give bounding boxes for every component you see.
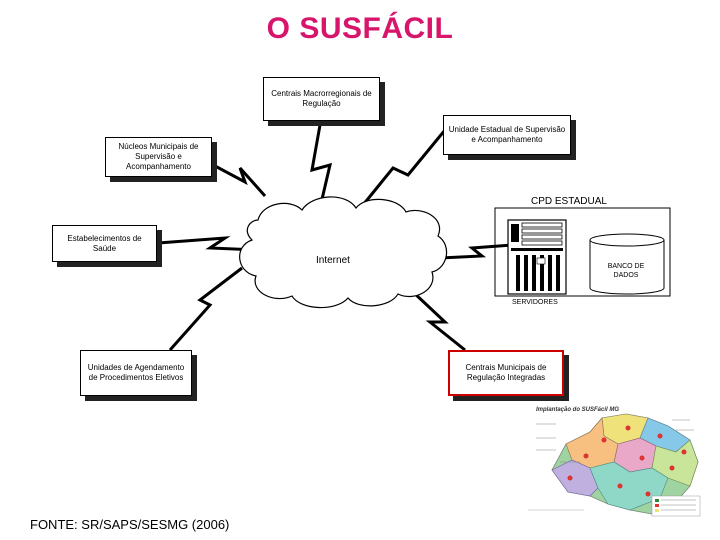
database-label: BANCO DE DADOS [607,263,645,279]
node-centrais-macrorregionais: Centrais Macrorregionais de Regulação [263,77,380,121]
internet-label: Internet [316,255,350,266]
link-nucleos [184,148,267,197]
node-centrais-municipais: Centrais Municipais de Regulação Integra… [448,350,564,396]
node-unidades-agendamento-label: Unidades de Agendamento de Procedimentos… [87,363,185,382]
server-icon [507,219,567,295]
cpd-label: CPD ESTADUAL [531,196,607,207]
node-estabelecimentos-label: Estabelecimentos de Saúde [67,233,142,253]
map-caption: Implantação do SUSFácil MG [536,407,620,413]
node-unidades-agendamento: Unidades de Agendamento de Procedimentos… [80,350,192,396]
internet-cloud [239,196,448,309]
map-image [528,413,701,517]
cpd-frame [494,207,671,297]
source-footer: FONTE: SR/SAPS/SESMG (2006) [30,517,230,532]
link-estabelecimentos [157,236,259,252]
node-unidade-estadual-label: Unidade Estadual de Supervisão e Acompan… [448,125,566,144]
database-icon [589,233,665,295]
servers-label: SERVIDORES [512,299,558,306]
page-title: O SUSFÁCIL [266,12,454,45]
node-unidade-estadual: Unidade Estadual de Supervisão e Acompan… [443,115,571,155]
link-unidades-agendamento [168,266,243,351]
link-cpd [439,243,513,260]
node-nucleos-municipais: Núcleos Municipais de Supervisão e Acomp… [105,137,212,177]
link-centrais-municipais [411,290,466,352]
node-centrais-municipais-label: Centrais Municipais de Regulação Integra… [465,363,547,382]
node-estabelecimentos: Estabelecimentos de Saúde [52,225,157,262]
node-centrais-macrorregionais-label: Centrais Macrorregionais de Regulação [271,89,372,108]
link-centrais-macro [310,124,333,226]
link-unidade-estadual [361,129,447,206]
node-nucleos-municipais-label: Núcleos Municipais de Supervisão e Acomp… [118,142,199,171]
